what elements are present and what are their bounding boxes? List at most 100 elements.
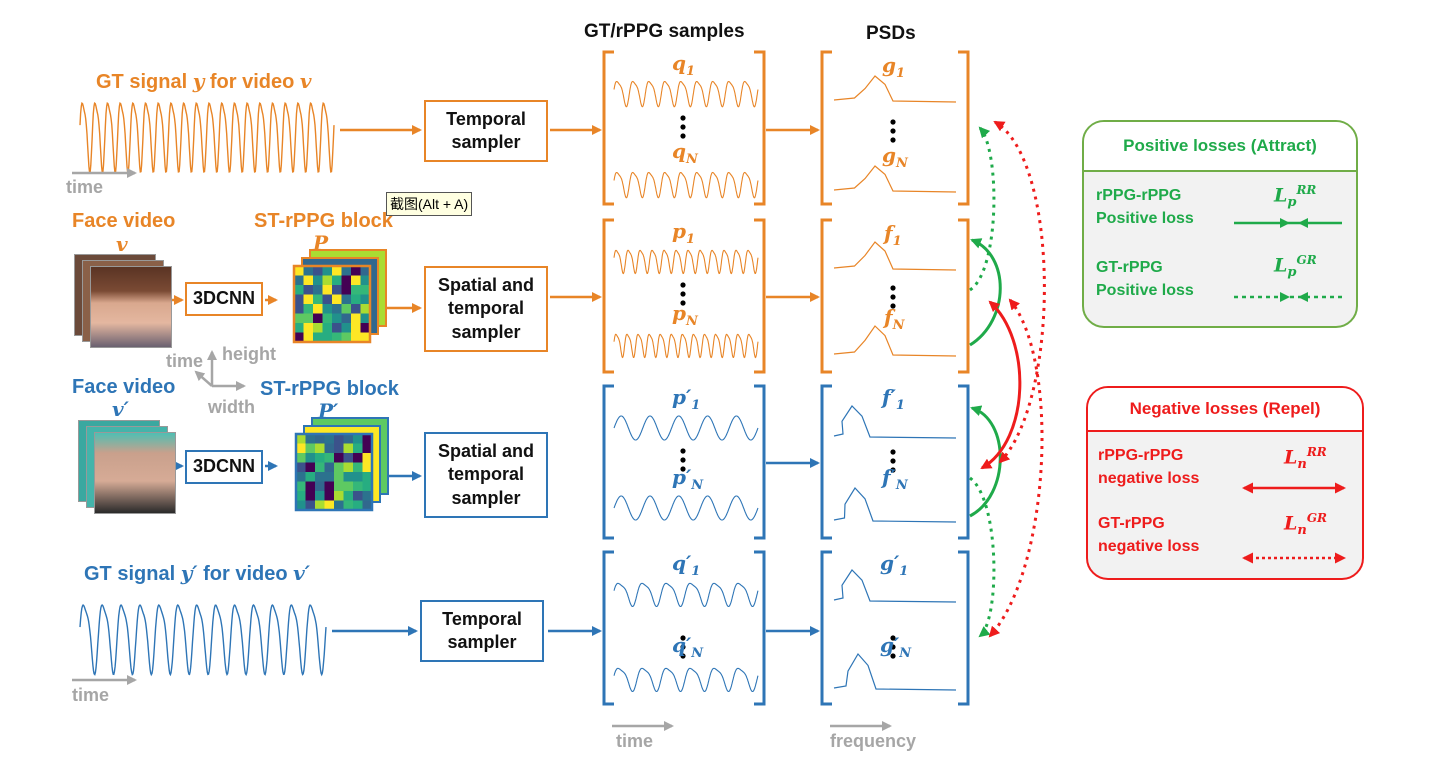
legend-positive-title: Positive losses (Attract) — [1084, 122, 1356, 172]
axis-time-arrow — [194, 370, 213, 387]
time-axis-label-top: time — [66, 177, 104, 197]
st-rppg-cube-bottom-cell — [343, 491, 353, 501]
samples-dots-mid-bottom-0 — [680, 448, 686, 454]
st-rppg-cube-bottom-cell — [353, 453, 363, 463]
sample-wave-qp1 — [613, 582, 759, 608]
st-block-top-var: P — [313, 231, 329, 255]
st-rppg-cube-top-cell — [322, 285, 332, 295]
cnn-box-top: 3DCNN — [185, 282, 263, 316]
psd-dots-mid-bottom-1 — [890, 458, 896, 464]
st-rppg-cube-top-cell — [332, 332, 342, 342]
label-g1: g1 — [882, 53, 906, 81]
st-rppg-cube-top-cell — [313, 323, 323, 333]
st-rppg-cube-top-cell — [351, 332, 361, 342]
samples-dots-bottom-1 — [680, 644, 686, 650]
signal-waveforms — [79, 75, 957, 693]
label-f1: f1 — [884, 221, 902, 249]
st-rppg-cube-top-cell — [313, 266, 323, 276]
temporal-sampler-bottom: Temporal sampler — [420, 600, 544, 662]
sample-wave-p1 — [613, 249, 759, 275]
bracket-rppg-top-right — [754, 218, 766, 374]
samples-dots-mid-bottom-1 — [680, 457, 686, 463]
st-rppg-cube-bottom-cell — [305, 443, 315, 453]
st-rppg-cube-top-cell — [294, 332, 304, 342]
positive-loss-arc-gt-top — [969, 126, 996, 292]
st-rppg-cube-bottom-cell — [296, 491, 306, 501]
bracket-groups — [602, 50, 970, 706]
st-rppg-cube-top-cell — [360, 313, 370, 323]
bracket-rppg-top — [602, 218, 766, 374]
bracket-psd-rppg-bottom-right — [958, 384, 970, 540]
st-rppg-cube-top-cell — [332, 266, 342, 276]
st-rppg-cube-top-cell — [313, 285, 323, 295]
st-rppg-cube-bottom-cell — [296, 434, 306, 444]
st-rppg-cube-top-cell — [294, 266, 304, 276]
st-rppg-cube-bottom-cell — [362, 462, 372, 472]
st-rppg-cube-bottom-cell — [343, 443, 353, 453]
st-rppg-cube-top-cell — [303, 323, 313, 333]
bracket-gt-top-left — [602, 50, 614, 206]
st-rppg-cube-top-cell — [294, 275, 304, 285]
st-rppg-cube-bottom-cell — [362, 453, 372, 463]
psd-curve-gN — [833, 165, 957, 193]
st-rppg-cube-bottom-cell — [296, 443, 306, 453]
st-rppg-cube-bottom-cell — [343, 500, 353, 510]
psd-dots-mid-top-0 — [890, 285, 896, 291]
temporal-sampler-top: Temporal sampler — [424, 100, 548, 162]
st-rppg-cube-top-cell — [313, 332, 323, 342]
st-rppg-cube-bottom-cell — [315, 453, 325, 463]
st-rppg-cube-top-cell — [351, 304, 361, 314]
st-rppg-cube-bottom-cell — [296, 462, 306, 472]
st-rppg-cube-bottom-cell — [305, 472, 315, 482]
st-rppg-cube-bottom-cell — [334, 481, 344, 491]
st-rppg-cube-bottom-cell — [305, 434, 315, 444]
st-rppg-cube-top-cell — [332, 304, 342, 314]
st-rppg-cube-bottom-cell — [362, 491, 372, 501]
st-rppg-cube-bottom-cell — [362, 472, 372, 482]
st-rppg-cube-top-cell — [351, 275, 361, 285]
st-rppg-cube-top-cell — [341, 294, 351, 304]
st-rppg-cube-top — [292, 249, 387, 344]
bracket-psd-gt-top — [820, 50, 970, 206]
st-rppg-cube-bottom-cell — [296, 481, 306, 491]
st-rppg-cube-top-cell — [303, 294, 313, 304]
st-rppg-cube-bottom-cell — [353, 500, 363, 510]
st-rppg-cube-bottom-cell — [324, 462, 334, 472]
bracket-gt-top-right — [754, 50, 766, 206]
st-rppg-cube-bottom-cell — [353, 443, 363, 453]
bracket-rppg-bottom-left — [602, 384, 614, 540]
st-rppg-cube-bottom-cell — [362, 434, 372, 444]
st-rppg-cube-top-cell — [360, 266, 370, 276]
legend-positive-arrows — [1234, 218, 1342, 302]
legend-negative-row2-symbol: LnGR — [1284, 511, 1328, 539]
st-rppg-cube-top-cell — [332, 275, 342, 285]
gt-signal-top-wave — [79, 102, 335, 173]
psd-dots-mid-bottom-2 — [890, 467, 896, 473]
psd-curve-fpN — [833, 487, 957, 523]
sample-wave-ppN — [613, 495, 759, 521]
face-video-top-title: Face video — [72, 210, 176, 232]
st-rppg-cube-bottom-cell — [324, 434, 334, 444]
st-rppg-cube-bottom-front — [294, 432, 374, 512]
label-pN: pN — [672, 301, 698, 329]
st-rppg-cube-top-cell — [351, 313, 361, 323]
psds-header: PSDs — [866, 23, 916, 44]
sample-wave-qN — [613, 171, 759, 199]
label-gp1: g′1 — [880, 551, 909, 579]
st-rppg-cube-top-cell — [294, 313, 304, 323]
st-rppg-cube-top-cell — [294, 304, 304, 314]
st-rppg-cube-top-cell — [351, 266, 361, 276]
legend-positive-row2-symbol: LpGR — [1274, 253, 1317, 281]
st-rppg-cube-top-cell — [332, 285, 342, 295]
sample-wave-qpN — [613, 667, 759, 693]
st-rppg-cube-top-cell — [294, 285, 304, 295]
bracket-gt-bottom-left — [602, 550, 614, 706]
st-rppg-cube-top-cell — [313, 275, 323, 285]
bracket-psd-rppg-bottom — [820, 384, 970, 540]
psd-curve-gp1 — [833, 569, 957, 603]
label-pp1: p′1 — [672, 385, 701, 413]
st-block-bottom-var: P′ — [318, 399, 339, 423]
loss-arcs — [969, 120, 1046, 638]
